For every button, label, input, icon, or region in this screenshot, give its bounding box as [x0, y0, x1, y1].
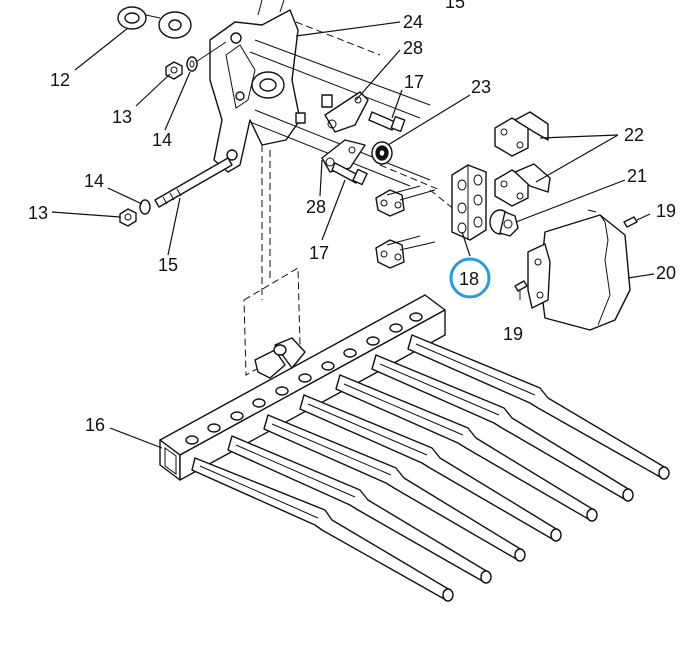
- rake-tines: [191, 334, 670, 602]
- callout-19-lower: 19: [503, 324, 523, 344]
- callout-24: 24: [403, 12, 423, 32]
- chain-cover-part-20: [527, 209, 631, 331]
- nut-part-13-lower: [119, 208, 137, 227]
- tine-1: [191, 457, 454, 602]
- callout-17-upper: 17: [404, 72, 424, 92]
- chain-bracket-part-18: [451, 164, 487, 241]
- washer-part-14-lower: [139, 199, 151, 215]
- callout-18: 18: [459, 269, 479, 289]
- callout-15-top: 15: [445, 0, 465, 12]
- screw-part-19-lower: [514, 280, 528, 300]
- callout-22: 22: [624, 125, 644, 145]
- callout-17-lower: 17: [309, 243, 329, 263]
- chain-plate-part-22-upper: [494, 111, 549, 157]
- callout-23: 23: [471, 77, 491, 97]
- chain-plate-part-22-lower: [494, 163, 551, 207]
- bracket-part-24: [209, 0, 301, 173]
- nut-part-13-upper: [165, 61, 183, 80]
- callout-16: 16: [85, 415, 105, 435]
- bolt-part-17-upper: [368, 111, 406, 133]
- tine-7: [407, 334, 670, 480]
- tine-4: [299, 394, 562, 542]
- callout-21: 21: [627, 166, 647, 186]
- bolt-part-15: [154, 157, 233, 208]
- callout-14-upper: 14: [152, 130, 172, 150]
- callout-28-lower: 28: [306, 197, 326, 217]
- bearing-part-23: [371, 141, 393, 165]
- screw-part-19-upper: [623, 213, 651, 228]
- bolt-part-17-lower: [331, 162, 368, 186]
- callout-12: 12: [50, 70, 70, 90]
- callout-19-upper: 19: [656, 201, 676, 221]
- callout-labels: 12 13 14 14 13 15 15 24 28 17 23 22 21 1…: [28, 0, 676, 435]
- callout-13-upper: 13: [112, 107, 132, 127]
- callout-14-lower: 14: [84, 171, 104, 191]
- callout-20: 20: [656, 263, 676, 283]
- chain-pin-link-upper: [375, 185, 436, 217]
- chain-pin-link-lower: [375, 235, 436, 269]
- plate-part-28-lower: [321, 139, 366, 173]
- leader-lines: [51, 21, 655, 449]
- callout-13-lower: 13: [28, 203, 48, 223]
- washer-part-14-upper: [186, 56, 198, 72]
- tine-5: [335, 374, 598, 522]
- nut-part-21: [489, 209, 519, 237]
- tine-3: [263, 414, 526, 562]
- rake-frame-part-16: [159, 294, 446, 481]
- callout-15: 15: [158, 255, 178, 275]
- highlight-ring-18: [449, 257, 491, 299]
- tine-2: [227, 435, 492, 584]
- plate-part-28-upper: [324, 91, 369, 133]
- callout-28-upper: 28: [403, 38, 423, 58]
- tine-6: [371, 354, 634, 502]
- roller-part-12: [117, 6, 192, 39]
